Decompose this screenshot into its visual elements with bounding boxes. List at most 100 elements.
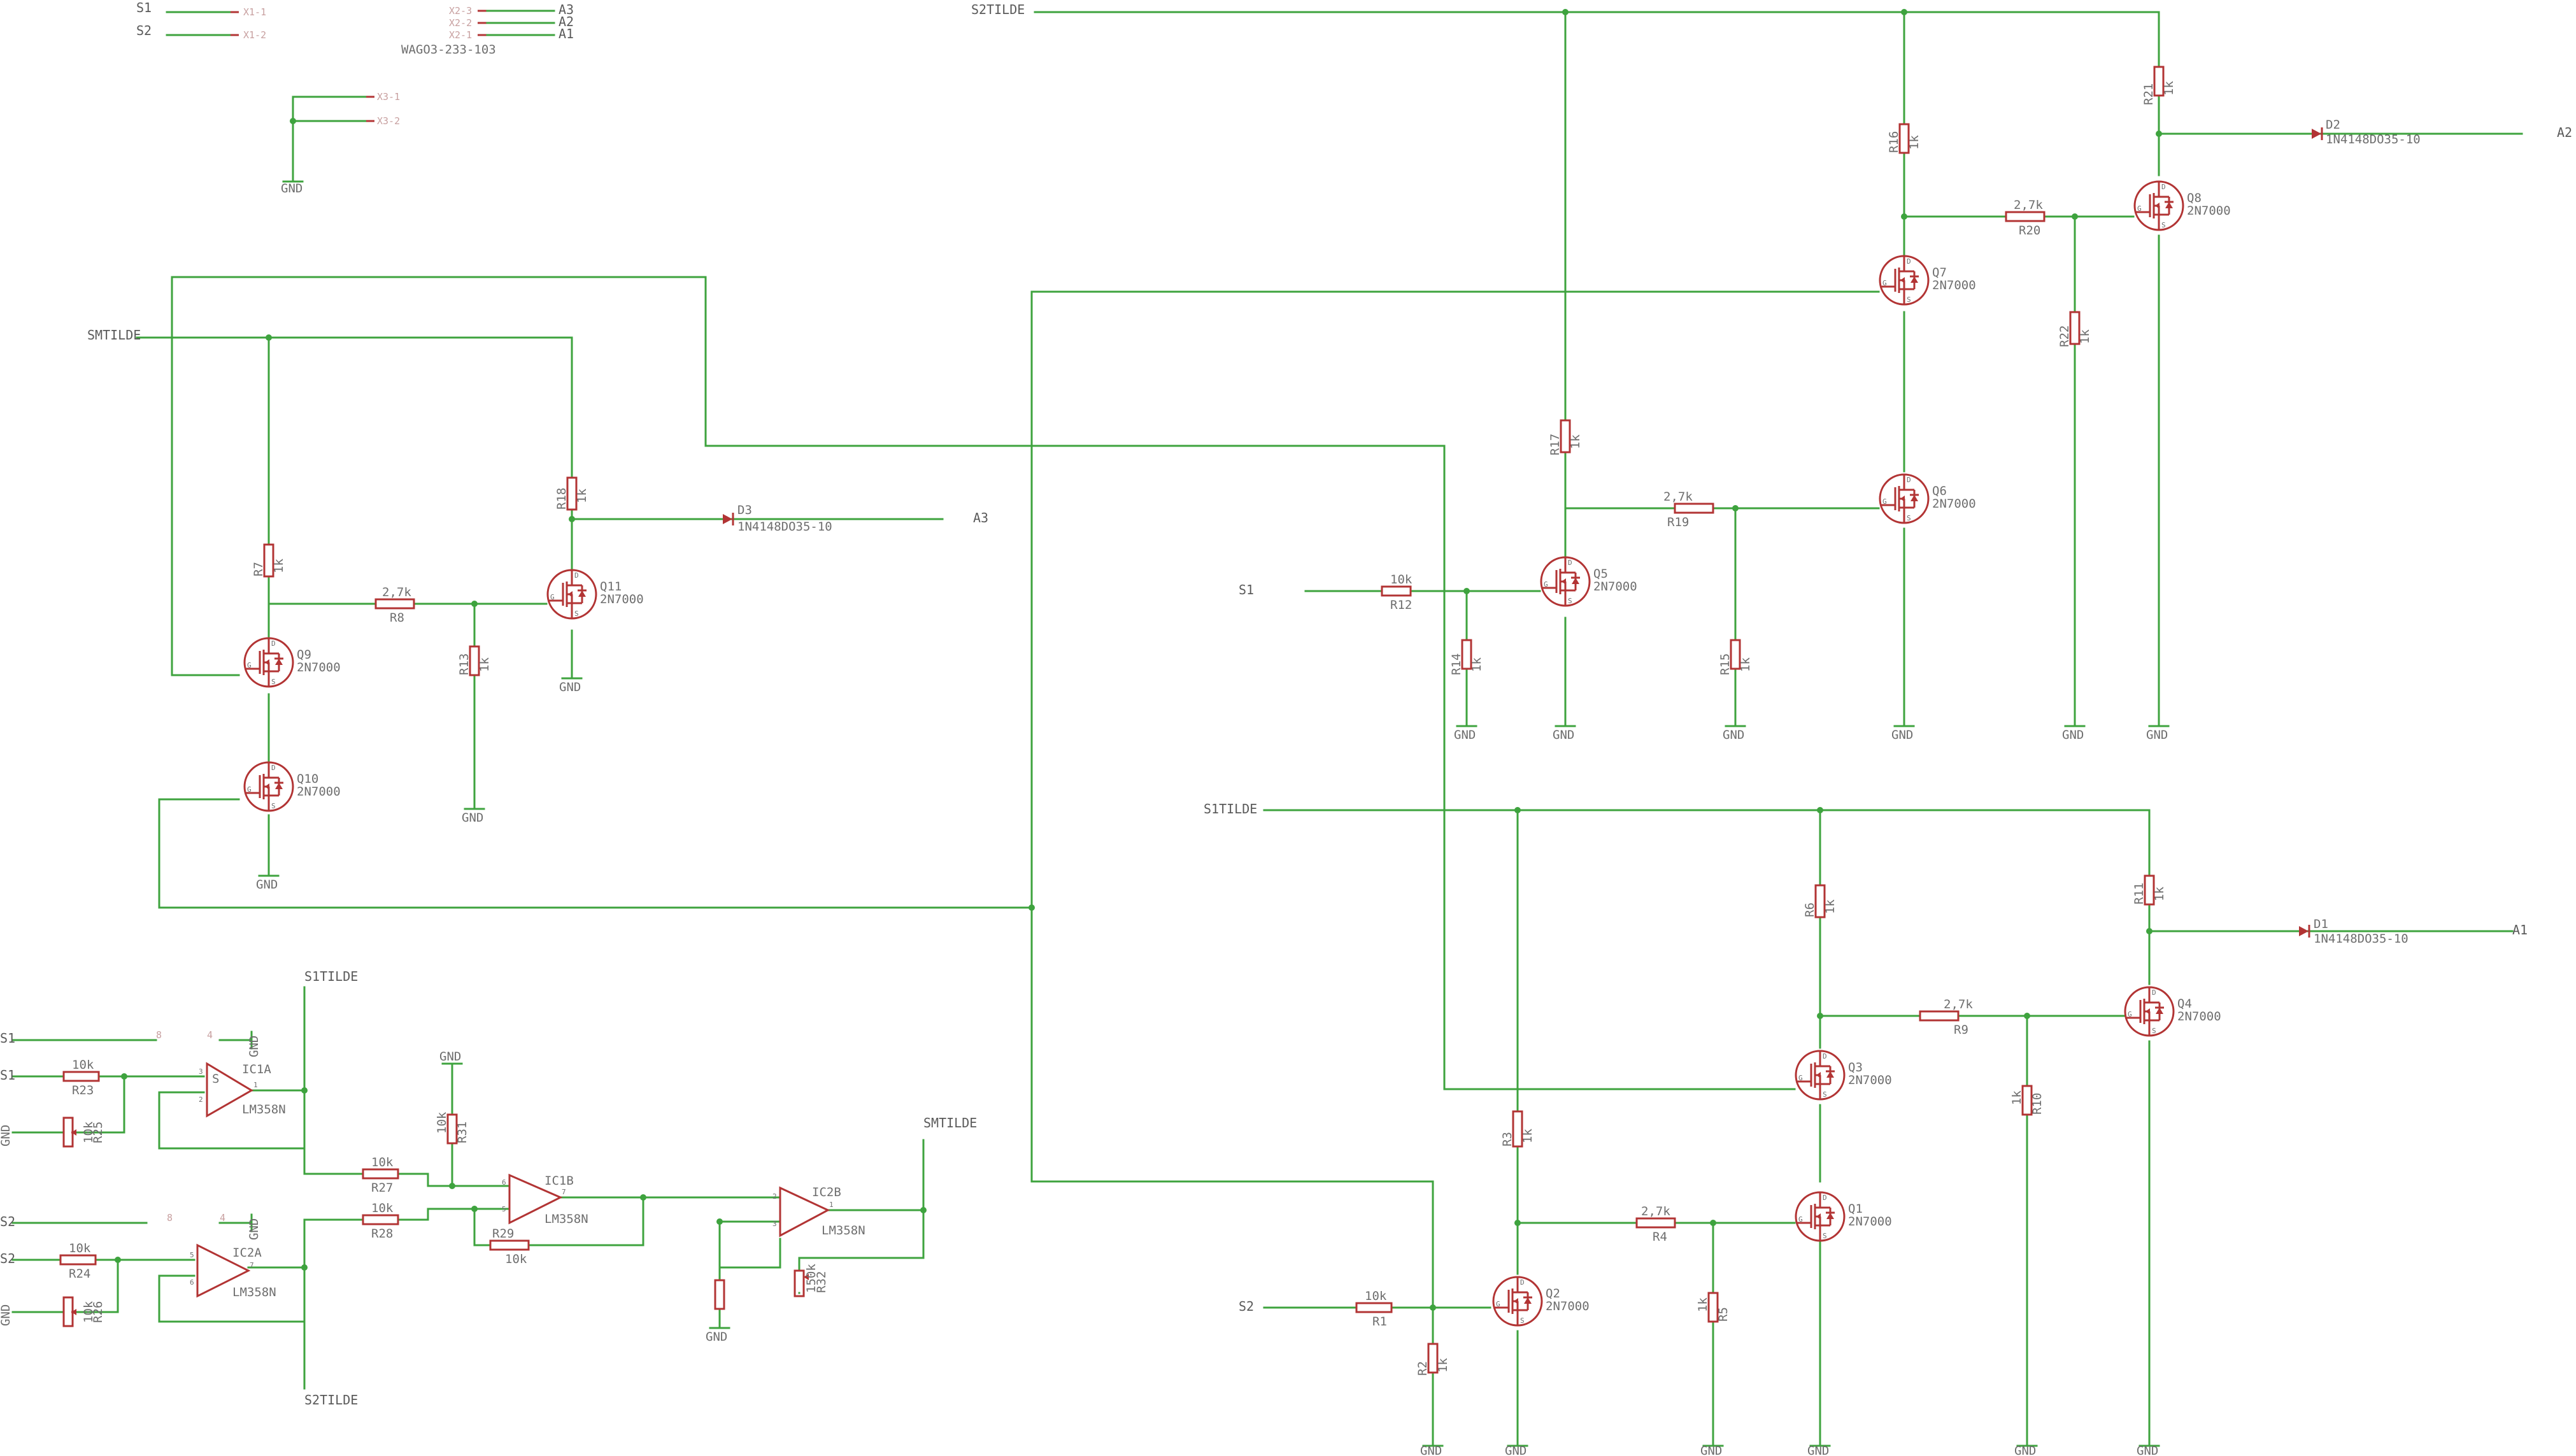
svg-text:S: S: [2161, 221, 2166, 229]
mosfet-name: Q3: [1848, 1060, 1863, 1074]
opamp-power-ic2: 8 4: [167, 1212, 225, 1224]
transistors: DGSQ12N7000DGSQ22N7000DGSQ32N7000DGSQ42N…: [243, 180, 2231, 1327]
svg-text:IC1B: IC1B: [544, 1174, 574, 1188]
mosfet-value: 2N7000: [2177, 1010, 2221, 1024]
svg-text:R12: R12: [1390, 598, 1412, 612]
svg-text:D: D: [1520, 1278, 1525, 1287]
svg-text:1k: 1k: [1436, 1358, 1450, 1373]
net-label-a3: A3: [973, 510, 988, 525]
svg-text:GND: GND: [1700, 1444, 1722, 1456]
svg-text:GND: GND: [256, 878, 278, 892]
opamp-ic2a: 5 6 7 IC2A LM358N: [190, 1243, 276, 1299]
svg-text:1: 1: [829, 1201, 834, 1209]
svg-text:G: G: [1882, 279, 1887, 287]
gnd-q1: GND: [1807, 1444, 1831, 1456]
net-label-s2-pwr: S2: [0, 1214, 15, 1229]
svg-text:1k: 1k: [2078, 329, 2092, 344]
gnd-r15: GND: [1723, 725, 1746, 742]
mosfet-name: Q7: [1932, 266, 1947, 280]
svg-text:GND: GND: [2014, 1444, 2036, 1456]
svg-text:R24: R24: [69, 1267, 90, 1281]
svg-text:1k: 1k: [272, 559, 286, 573]
svg-text:S: S: [271, 802, 276, 810]
mosfet-value: 2N7000: [1546, 1299, 1590, 1313]
svg-text:R2: R2: [1416, 1361, 1430, 1376]
svg-text:10k: 10k: [371, 1155, 394, 1169]
svg-text:2: 2: [772, 1192, 777, 1201]
mosfet-name: Q11: [600, 580, 622, 594]
svg-text:IC1A: IC1A: [242, 1062, 271, 1076]
mosfet-value: 2N7000: [1932, 278, 1976, 292]
svg-text:GND: GND: [2062, 728, 2084, 742]
connector-part-label: WAGO3-233-103: [401, 43, 496, 57]
svg-text:R22: R22: [2058, 325, 2072, 347]
svg-text:R19: R19: [1667, 515, 1689, 529]
junctions: [115, 9, 2162, 1311]
svg-text:1k: 1k: [1907, 135, 1921, 150]
svg-text:GND: GND: [1505, 1444, 1526, 1456]
svg-text:G: G: [2137, 204, 2142, 213]
svg-text:S: S: [271, 678, 276, 686]
svg-text:10k: 10k: [72, 1058, 94, 1072]
svg-text:4: 4: [207, 1029, 213, 1041]
connector-pin-x2-2: X2-2: [449, 17, 472, 29]
svg-text:7: 7: [250, 1261, 254, 1269]
svg-text:R18: R18: [555, 488, 569, 510]
svg-text:R27: R27: [371, 1181, 393, 1195]
svg-text:S: S: [1823, 1090, 1827, 1099]
svg-text:LM358N: LM358N: [232, 1285, 276, 1299]
opamp-ic1b: 6 5 7 IC1B LM358N: [502, 1173, 588, 1226]
svg-text:GND: GND: [0, 1304, 13, 1326]
svg-text:R17: R17: [1548, 434, 1562, 455]
svg-text:1k: 1k: [1470, 657, 1484, 672]
connector-pin-x1-2: X1-2: [243, 29, 266, 41]
svg-text:10k: 10k: [1390, 573, 1413, 587]
svg-text:R1: R1: [1372, 1315, 1387, 1329]
svg-text:GND: GND: [2146, 728, 2168, 742]
svg-text:2,7k: 2,7k: [2014, 198, 2043, 212]
svg-text:S: S: [1520, 1317, 1525, 1325]
svg-text:R26: R26: [91, 1301, 105, 1323]
svg-text:LM358N: LM358N: [544, 1212, 588, 1226]
mosfet-value: 2N7000: [1932, 497, 1976, 511]
svg-text:1k: 1k: [1823, 899, 1837, 914]
svg-text:D: D: [1568, 559, 1572, 567]
svg-text:150k: 150k: [804, 1264, 818, 1293]
svg-text:R10: R10: [2030, 1093, 2044, 1115]
net-label-s1tilde-opamp: S1TILDE: [304, 969, 358, 984]
gnd-label: GND: [281, 182, 302, 196]
mosfet-name: Q2: [1546, 1287, 1560, 1301]
svg-text:S: S: [1907, 514, 1911, 522]
svg-text:D: D: [574, 571, 579, 580]
svg-text:10k: 10k: [82, 1301, 96, 1323]
net-label-smtilde: SMTILDE: [87, 327, 141, 343]
svg-text:IC2A: IC2A: [232, 1246, 262, 1260]
svg-text:10k: 10k: [69, 1241, 91, 1255]
svg-text:S: S: [2152, 1027, 2156, 1035]
svg-text:R3: R3: [1500, 1132, 1514, 1146]
svg-text:R8: R8: [390, 611, 404, 625]
svg-text:1k: 1k: [575, 489, 589, 503]
svg-text:1N4148DO35-10: 1N4148DO35-10: [2314, 932, 2409, 946]
svg-text:D: D: [271, 639, 276, 648]
gnd-r29: GND: [439, 1050, 463, 1065]
gnd-r22: GND: [2062, 725, 2086, 742]
